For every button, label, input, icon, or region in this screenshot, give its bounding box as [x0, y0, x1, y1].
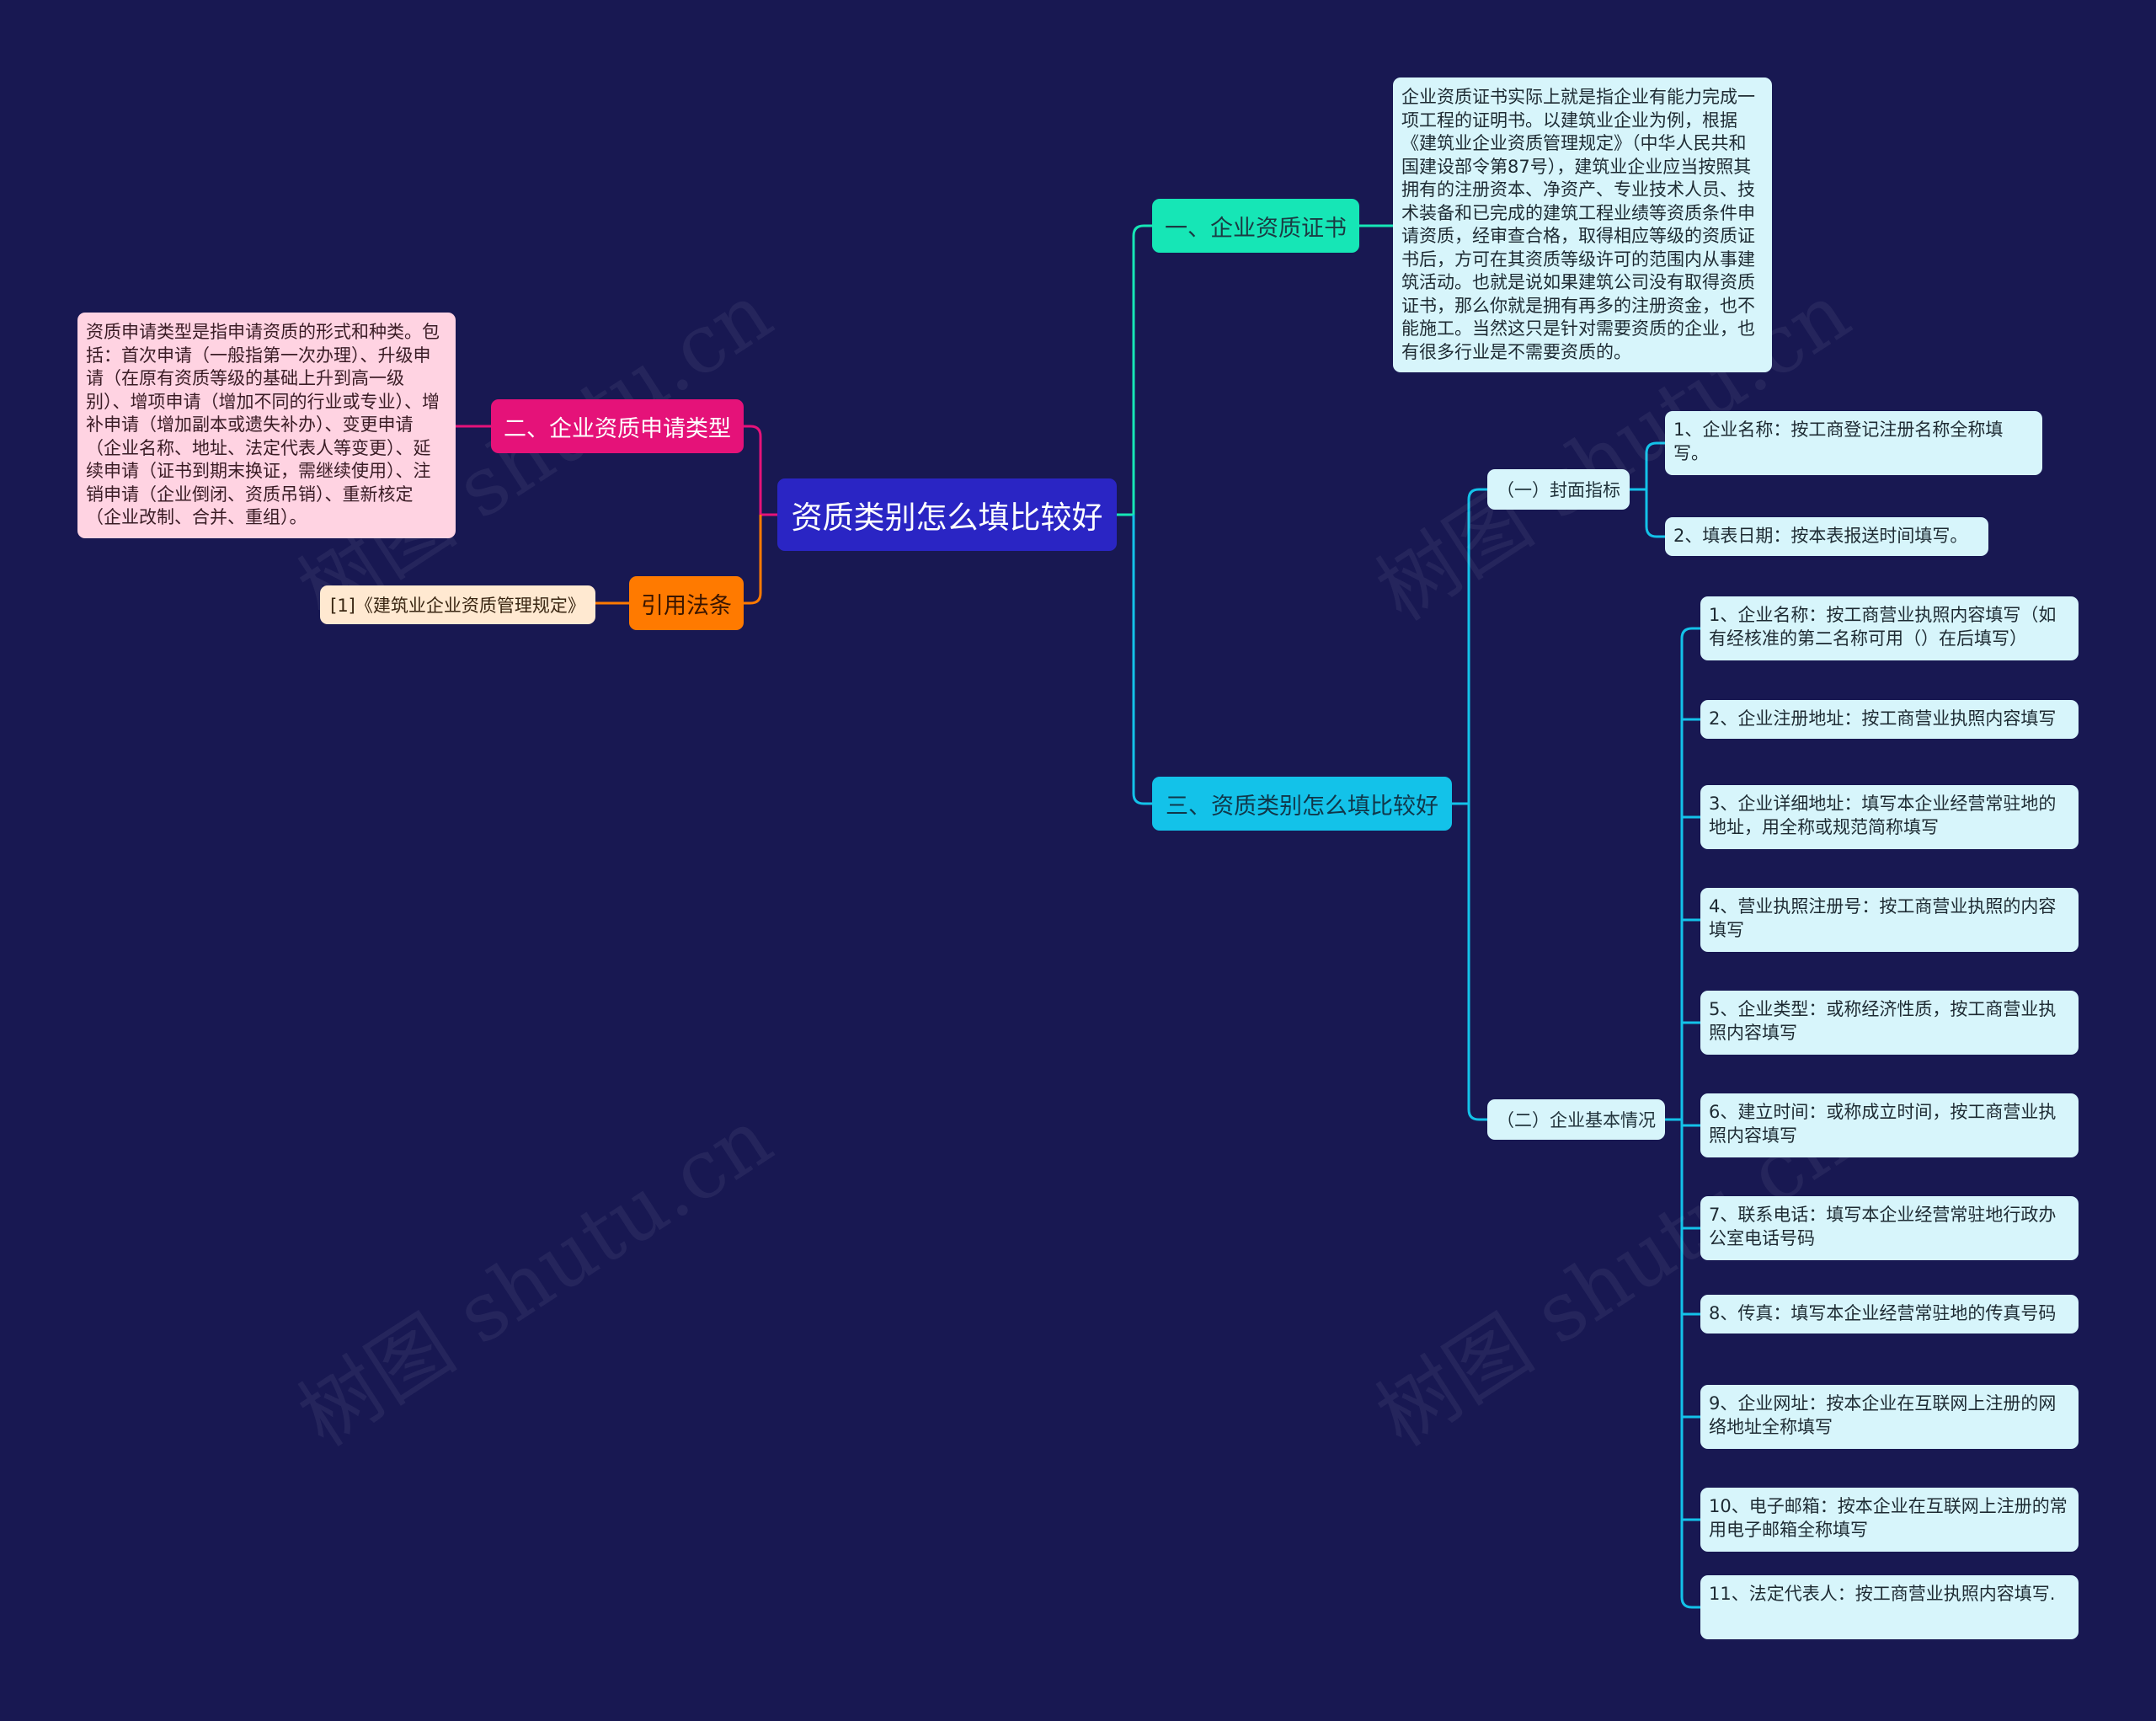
- basic-info-item[interactable]: 6、建立时间：或称成立时间，按工商营业执照内容填写: [1700, 1093, 2079, 1157]
- item-text: 1、企业名称：按工商营业执照内容填写（如有经核准的第二名称可用（）在后填写）: [1709, 605, 2057, 649]
- basic-info-item[interactable]: 10、电子邮箱：按本企业在互联网上注册的常用电子邮箱全称填写: [1700, 1488, 2079, 1552]
- branch-application-types[interactable]: 二、企业资质申请类型: [491, 399, 744, 453]
- branch-label: 引用法条: [641, 592, 732, 619]
- item-text: 8、传真：填写本企业经营常驻地的传真号码: [1709, 1303, 2057, 1323]
- branch-cited-law[interactable]: 引用法条: [629, 576, 744, 630]
- basic-info-item[interactable]: 1、企业名称：按工商营业执照内容填写（如有经核准的第二名称可用（）在后填写）: [1700, 596, 2079, 660]
- item-text: 10、电子邮箱：按本企业在互联网上注册的常用电子邮箱全称填写: [1709, 1496, 2068, 1540]
- item-text: 5、企业类型：或称经济性质，按工商营业执照内容填写: [1709, 999, 2057, 1043]
- certificate-description[interactable]: 企业资质证书实际上就是指企业有能力完成一项工程的证明书。以建筑业企业为例，根据《…: [1393, 77, 1772, 372]
- subtopic-cover-indicators[interactable]: （一）封面指标: [1487, 469, 1630, 510]
- subtopic-label: （二）企业基本情况: [1497, 1110, 1656, 1130]
- branch-label: 二、企业资质申请类型: [504, 415, 731, 442]
- basic-info-item[interactable]: 2、企业注册地址：按工商营业执照内容填写: [1700, 700, 2079, 739]
- subtopic-basic-info[interactable]: （二）企业基本情况: [1487, 1099, 1665, 1140]
- basic-info-item[interactable]: 9、企业网址：按本企业在互联网上注册的网络地址全称填写: [1700, 1385, 2079, 1449]
- basic-info-item[interactable]: 11、法定代表人：按工商营业执照内容填写.: [1700, 1575, 2079, 1639]
- basic-info-item[interactable]: 5、企业类型：或称经济性质，按工商营业执照内容填写: [1700, 991, 2079, 1055]
- description-text: 资质申请类型是指申请资质的形式和种类。包括：首次申请（一般指第一次办理）、升级申…: [86, 322, 440, 527]
- basic-info-item[interactable]: 4、营业执照注册号：按工商营业执照的内容填写: [1700, 888, 2079, 952]
- item-text: 9、企业网址：按本企业在互联网上注册的网络地址全称填写: [1709, 1393, 2057, 1437]
- basic-info-item[interactable]: 3、企业详细地址：填写本企业经营常驻地的地址，用全称或规范简称填写: [1700, 785, 2079, 849]
- item-text: 2、企业注册地址：按工商营业执照内容填写: [1709, 708, 2057, 729]
- branch-how-to-fill[interactable]: 三、资质类别怎么填比较好: [1152, 777, 1452, 831]
- description-text: 企业资质证书实际上就是指企业有能力完成一项工程的证明书。以建筑业企业为例，根据《…: [1401, 87, 1755, 362]
- cover-item[interactable]: 2、填表日期：按本表报送时间填写。: [1665, 517, 1988, 556]
- item-text: 11、法定代表人：按工商营业执照内容填写.: [1709, 1584, 2056, 1604]
- basic-info-item[interactable]: 7、联系电话：填写本企业经营常驻地行政办公室电话号码: [1700, 1196, 2079, 1260]
- root-title: 资质类别怎么填比较好: [791, 500, 1103, 536]
- root-node[interactable]: 资质类别怎么填比较好: [777, 478, 1117, 551]
- item-text: 7、联系电话：填写本企业经营常驻地行政办公室电话号码: [1709, 1205, 2057, 1248]
- item-text: 4、营业执照注册号：按工商营业执照的内容填写: [1709, 896, 2057, 940]
- cover-item[interactable]: 1、企业名称：按工商登记注册名称全称填写。: [1665, 411, 2042, 475]
- branch-enterprise-certificate[interactable]: 一、企业资质证书: [1152, 199, 1359, 253]
- cited-law-item[interactable]: [1]《建筑业企业资质管理规定》: [320, 585, 595, 624]
- basic-info-item[interactable]: 8、传真：填写本企业经营常驻地的传真号码: [1700, 1295, 2079, 1334]
- application-types-description[interactable]: 资质申请类型是指申请资质的形式和种类。包括：首次申请（一般指第一次办理）、升级申…: [77, 313, 456, 538]
- branch-label: 一、企业资质证书: [1165, 215, 1347, 242]
- item-text: 3、企业详细地址：填写本企业经营常驻地的地址，用全称或规范简称填写: [1709, 794, 2057, 837]
- item-text: 2、填表日期：按本表报送时间填写。: [1673, 526, 1968, 546]
- item-text: [1]《建筑业企业资质管理规定》: [330, 596, 585, 616]
- branch-label: 三、资质类别怎么填比较好: [1166, 793, 1438, 820]
- subtopic-label: （一）封面指标: [1497, 480, 1620, 500]
- item-text: 1、企业名称：按工商登记注册名称全称填写。: [1673, 420, 2004, 463]
- item-text: 6、建立时间：或称成立时间，按工商营业执照内容填写: [1709, 1102, 2057, 1146]
